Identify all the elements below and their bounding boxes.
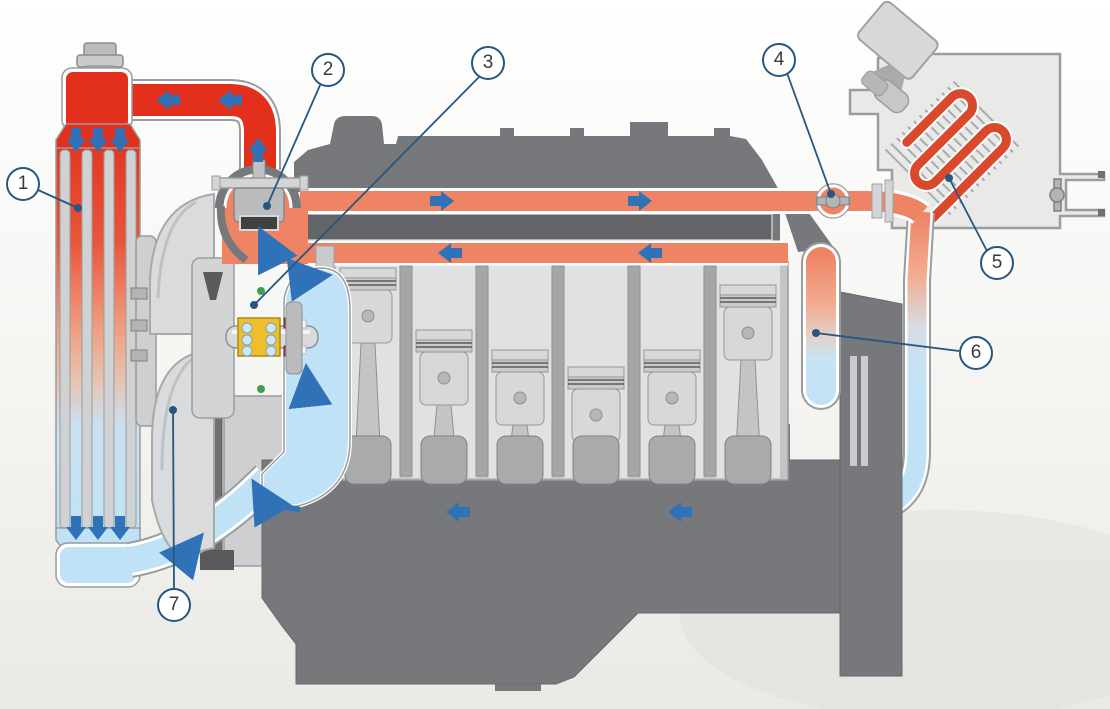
callout-label: 7: [168, 594, 180, 615]
piston: [719, 284, 777, 451]
piston: [491, 349, 549, 466]
radiator-tubes: [59, 149, 137, 529]
duct-end-cap: [1098, 209, 1105, 216]
main-bearing-caps: [344, 435, 772, 485]
head-gallery: [299, 213, 773, 241]
seal-dot: [257, 287, 265, 295]
callout-circle-3: 3: [471, 46, 505, 80]
piston: [415, 329, 473, 461]
block-webs: [399, 265, 717, 477]
oil-pan: [261, 459, 841, 685]
heater-box: [848, 0, 1106, 230]
heater-valve-icon: [815, 183, 851, 219]
callout-label: 4: [773, 49, 785, 70]
callout-circle-5: 5: [980, 246, 1014, 280]
callout-circle-6: 6: [959, 336, 993, 370]
callout-label: 6: [970, 342, 982, 363]
flywheel-strip: [850, 356, 857, 466]
callout-label: 2: [322, 59, 334, 80]
oil-pan-plug: [495, 684, 541, 691]
pistons: [339, 267, 777, 469]
vent-flap-icon: [1049, 178, 1065, 212]
valve-cover: [294, 116, 780, 192]
pump-impeller: [285, 301, 303, 375]
bellhousing: [839, 291, 903, 677]
flywheel-strip: [861, 356, 868, 466]
thermostat-flange: [215, 177, 305, 189]
engine: [200, 116, 903, 691]
duct-end-cap: [1098, 171, 1105, 178]
seal-dot: [257, 385, 265, 393]
water-pump: [191, 245, 352, 511]
callout-leaders: [37, 72, 988, 589]
callout-circle-7: 7: [157, 588, 191, 622]
callout-circle-2: 2: [311, 53, 345, 87]
pulley-hub-block: [200, 550, 234, 570]
bearing-balls: [241, 322, 277, 357]
box-collar: [871, 183, 883, 219]
box-collar: [884, 179, 894, 223]
piston: [339, 267, 397, 446]
callout-label: 5: [991, 252, 1003, 273]
thermostat-seat: [239, 215, 279, 231]
pulley-groove: [203, 272, 223, 300]
callout-label: 3: [482, 52, 494, 73]
blower-fan: [857, 0, 939, 114]
callout-circle-1: 1: [6, 167, 40, 201]
heater-feed-pipe: [300, 179, 930, 225]
fan-bolts: [130, 287, 148, 362]
callout-label: 1: [17, 173, 29, 194]
flow-arrows: [66, 90, 692, 581]
callout-circle-4: 4: [762, 43, 796, 77]
heater-core: [884, 80, 1020, 226]
